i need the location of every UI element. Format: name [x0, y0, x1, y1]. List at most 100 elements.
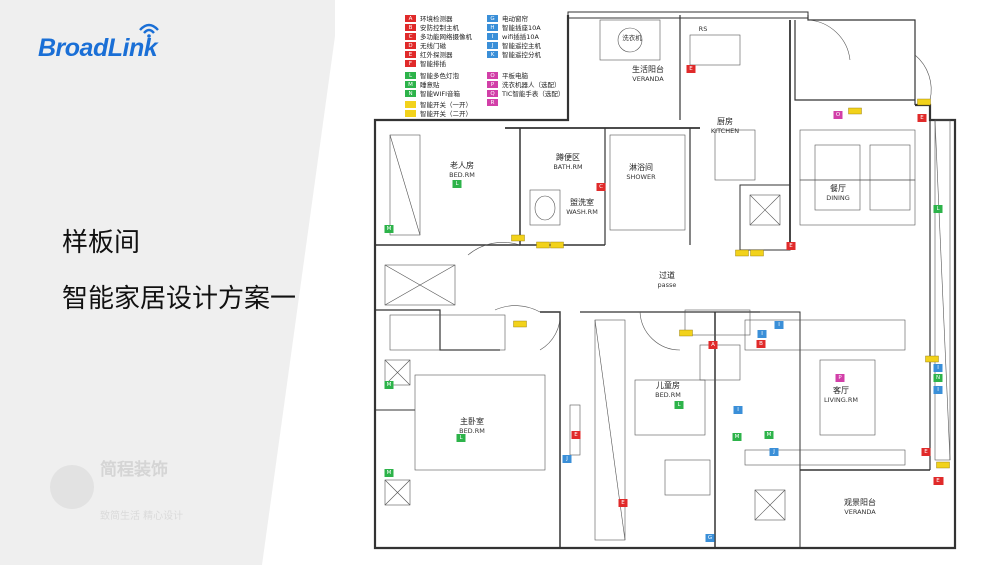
marker-code: B	[759, 341, 763, 347]
room-label-cn: 观景阳台	[844, 497, 876, 507]
broadlink-logo: BroadLink	[38, 34, 158, 62]
legend-label: 智能遥控主机	[502, 41, 542, 50]
marker-code: L	[936, 206, 940, 212]
room-label-en: passe	[658, 281, 677, 289]
room-label-en: LIVING.RM	[824, 396, 858, 404]
room-label-en: SHOWER	[626, 173, 656, 181]
marker-code: G	[708, 535, 712, 541]
marker-code: P	[838, 375, 842, 381]
marker-code: I	[937, 365, 939, 371]
legend-item: R	[487, 99, 498, 106]
switch-marker	[750, 249, 764, 257]
device-marker: M	[384, 381, 394, 389]
slide-title: 样板间	[62, 228, 141, 258]
legend-code: N	[408, 91, 412, 97]
device-marker: I	[757, 330, 767, 338]
legend-code: I	[492, 34, 494, 40]
marker-code: I	[778, 322, 780, 328]
legend-swatch	[487, 81, 498, 88]
slide-subtitle: 智能家居设计方案一	[62, 284, 297, 314]
legend-label: 环境检测器	[420, 14, 453, 23]
legend-label: 电动窗帘	[502, 14, 529, 23]
legend-code: L	[409, 73, 413, 79]
legend-item: D 无线门磁	[405, 41, 447, 50]
device-markers: LMMMMLLNLMIIJIIJIGCEEEEABECDEEOP	[384, 65, 950, 542]
room-label-cn: 主卧室	[460, 416, 484, 426]
legend-code: G	[490, 16, 494, 22]
legend-code: R	[491, 100, 495, 106]
switch-marker	[848, 107, 862, 115]
wifi-icon	[139, 23, 159, 38]
room-label-cn: 淋浴间	[629, 162, 653, 172]
legend-label: 智能开关（二开）	[420, 109, 472, 118]
legend-label: 智能遥控分机	[502, 50, 542, 59]
legend-label: 平板电脑	[502, 71, 529, 80]
room-label-cn: 生活阳台	[632, 64, 664, 74]
room-label-en: WASH.RM	[566, 208, 598, 216]
legend-label: TIC智能手表（选配）	[501, 89, 564, 98]
legend-swatch	[487, 90, 498, 97]
legend-code: C	[409, 34, 413, 40]
legend-swatch	[487, 99, 498, 106]
marker-code: M	[735, 434, 740, 440]
legend-swatch	[405, 101, 416, 108]
legend-item: N 智能WIFI音箱	[405, 89, 460, 98]
legend-swatch	[405, 42, 416, 49]
device-marker: I	[733, 406, 743, 414]
marker-code: E	[789, 243, 793, 249]
legend-label: 洗衣机器人（选配）	[502, 80, 561, 89]
legend-code: J	[491, 43, 494, 49]
legend-swatch	[487, 15, 498, 22]
room-label-cn: 餐厅	[830, 184, 846, 193]
legend-swatch	[405, 15, 416, 22]
washer-label: 洗衣机	[622, 33, 642, 42]
device-marker: I	[774, 321, 784, 329]
device-marker: C	[596, 183, 606, 191]
marker-code: L	[677, 402, 681, 408]
legend-code: M	[408, 82, 413, 88]
legend-code: D	[408, 43, 412, 49]
marker-code: J	[772, 449, 775, 455]
room-label-en: VERANDA	[632, 75, 664, 83]
slant-divider	[262, 0, 340, 565]
switch-marker	[513, 320, 527, 328]
legend-item: J 智能遥控主机	[487, 41, 542, 50]
marker-code: J	[565, 456, 568, 462]
switch-marker	[925, 355, 939, 363]
device-marker: M	[384, 225, 394, 233]
legend-swatch	[405, 60, 416, 67]
legend-label: 智能插座10A	[502, 23, 541, 32]
marker-code: E	[689, 66, 693, 72]
legend-label: 无线门磁	[420, 41, 447, 50]
marker-code: O	[836, 112, 841, 118]
device-marker: L	[456, 434, 466, 442]
device-marker: M	[384, 469, 394, 477]
switch-marker	[735, 249, 749, 257]
rs-label: RS	[699, 25, 708, 33]
legend-label: 红外探测器	[420, 50, 453, 59]
device-marker: O	[833, 111, 843, 119]
marker-code: E	[936, 478, 940, 484]
legend-label: 多功能网络摄像机	[420, 32, 473, 41]
legend-swatch	[405, 24, 416, 31]
legend-label: 睡意贴	[420, 80, 440, 89]
room-labels: 生活阳台 VERANDA 厨房 KITCHEN 老人房 BED.RM 蹲便区 B…	[449, 25, 876, 516]
device-marker: B	[756, 340, 766, 348]
legend-label: 智能WIFI音箱	[420, 89, 460, 98]
legend-code: F	[409, 61, 412, 67]
room-label-en: BATH.RM	[553, 163, 582, 171]
interior-detail	[384, 19, 951, 541]
marker-code: E	[920, 115, 924, 121]
legend-code: O	[490, 73, 495, 79]
legend-swatch	[405, 90, 416, 97]
legend-label: 智能排插	[420, 59, 447, 68]
legend-code: B	[409, 25, 413, 31]
